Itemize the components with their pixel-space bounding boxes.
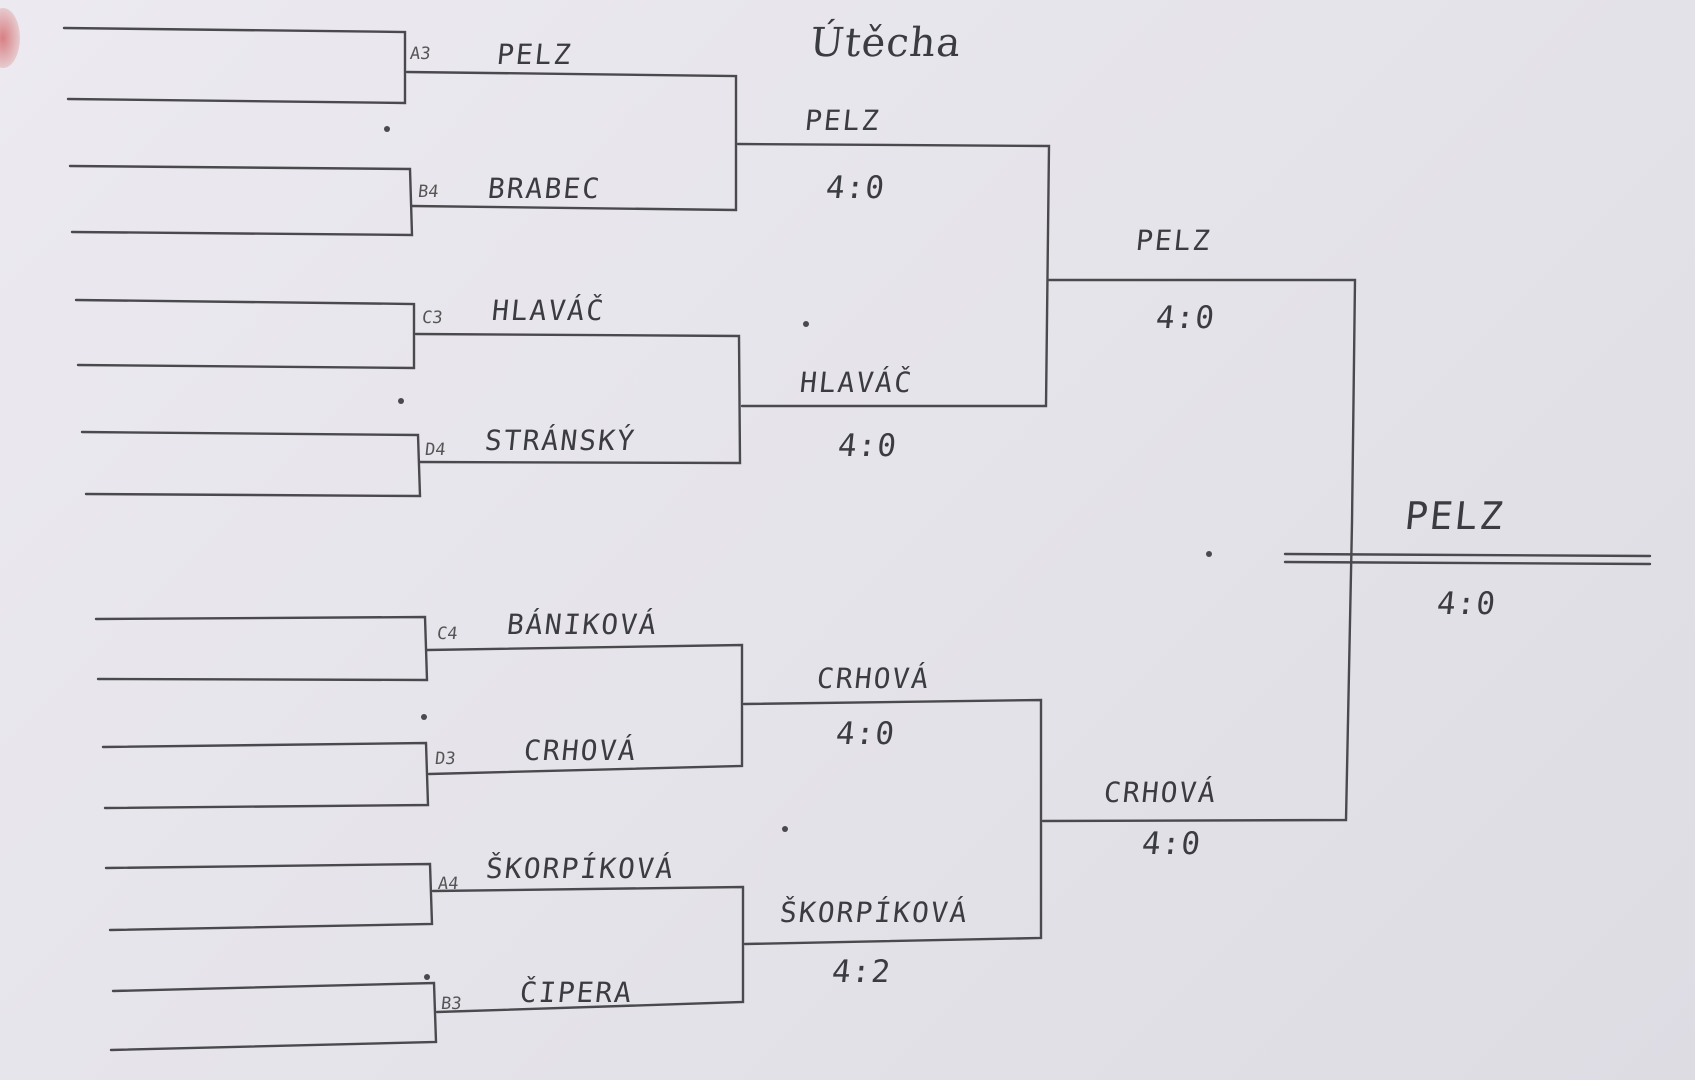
r1-bracket-3 (425, 643, 744, 776)
match-score: 4:2 (830, 954, 893, 990)
seed-label: D3 (433, 749, 457, 769)
pencil-dot (421, 714, 427, 720)
final-score: 4:0 (1435, 586, 1498, 622)
seed-label: C3 (420, 308, 444, 328)
semi-winner-name: PELZ (1134, 224, 1214, 257)
r1-bracket-2 (414, 332, 742, 465)
seed-label: B4 (416, 182, 440, 202)
pencil-dot (782, 826, 788, 832)
player-name: HLAVÁČ (490, 294, 607, 327)
entry-box-5 (94, 615, 429, 682)
bracket-title: Útěcha (807, 20, 964, 66)
player-name: BÁNIKOVÁ (505, 608, 660, 641)
entry-box-4 (80, 430, 422, 498)
pencil-dot (424, 974, 430, 980)
entry-box-2 (68, 164, 414, 237)
player-name: BRABEC (486, 172, 603, 205)
seed-label: A3 (408, 44, 432, 64)
entry-box-1 (62, 26, 407, 105)
red-stain (0, 8, 20, 68)
pencil-dot (398, 398, 404, 404)
player-name: STRÁNSKÝ (483, 424, 638, 457)
winner-name: CRHOVÁ (815, 662, 932, 695)
entry-box-3 (74, 298, 416, 370)
pencil-dot (384, 126, 390, 132)
semi-score: 4:0 (1140, 826, 1203, 862)
entry-box-8 (109, 981, 438, 1052)
champion-name: PELZ (1402, 494, 1507, 538)
final-line-2 (1283, 560, 1652, 566)
pencil-dot (803, 321, 809, 327)
winner-name: HLAVÁČ (798, 366, 915, 399)
r1-bracket-4 (431, 885, 745, 1014)
match-score: 4:0 (836, 428, 899, 464)
r2-bracket-2 (742, 698, 1043, 946)
player-name: CRHOVÁ (522, 734, 639, 767)
entry-box-7 (104, 862, 434, 932)
player-name: ČIPERA (518, 976, 635, 1009)
entry-box-6 (101, 741, 430, 810)
final-line-1 (1283, 552, 1652, 558)
semi-winner-name: CRHOVÁ (1102, 776, 1219, 809)
semi-bracket (1041, 278, 1357, 823)
pencil-dot (1206, 551, 1212, 557)
player-name: PELZ (495, 38, 575, 71)
seed-label: D4 (423, 440, 447, 460)
r2-bracket-1 (736, 142, 1051, 408)
seed-label: B3 (439, 994, 463, 1014)
seed-label: C4 (435, 624, 459, 644)
r1-bracket-1 (405, 70, 738, 212)
match-score: 4:0 (834, 716, 897, 752)
seed-label: A4 (436, 874, 460, 894)
match-score: 4:0 (824, 170, 887, 206)
winner-name: ŠKORPÍKOVÁ (778, 896, 971, 929)
player-name: ŠKORPÍKOVÁ (484, 852, 677, 885)
winner-name: PELZ (803, 104, 883, 137)
semi-score: 4:0 (1154, 300, 1217, 336)
